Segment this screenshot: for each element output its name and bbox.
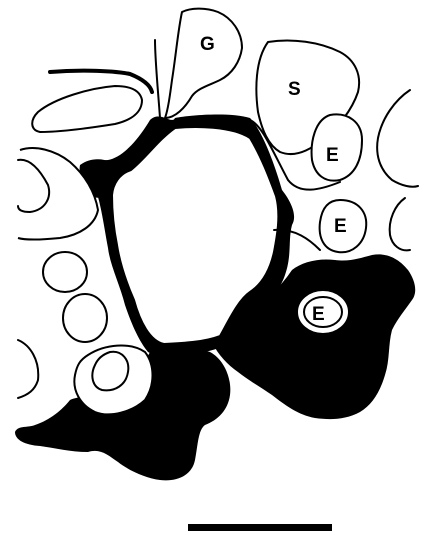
label-e-1: E [326, 145, 339, 166]
label-g: G [200, 34, 215, 55]
right-cell-upper [377, 90, 418, 187]
left-cell-middle [43, 252, 87, 292]
label-e-2: E [334, 216, 347, 237]
lower-left-cell [74, 346, 152, 415]
label-e-3: E [312, 304, 325, 325]
upper-left-oblong-cell [32, 86, 142, 132]
connector-line-1 [155, 40, 160, 118]
label-s: S [288, 79, 301, 100]
left-cell-lower [63, 294, 107, 342]
right-cell-middle [390, 198, 410, 250]
glandular-cell [165, 9, 242, 118]
scale-bar [188, 524, 332, 531]
left-cell-edge [18, 340, 38, 398]
